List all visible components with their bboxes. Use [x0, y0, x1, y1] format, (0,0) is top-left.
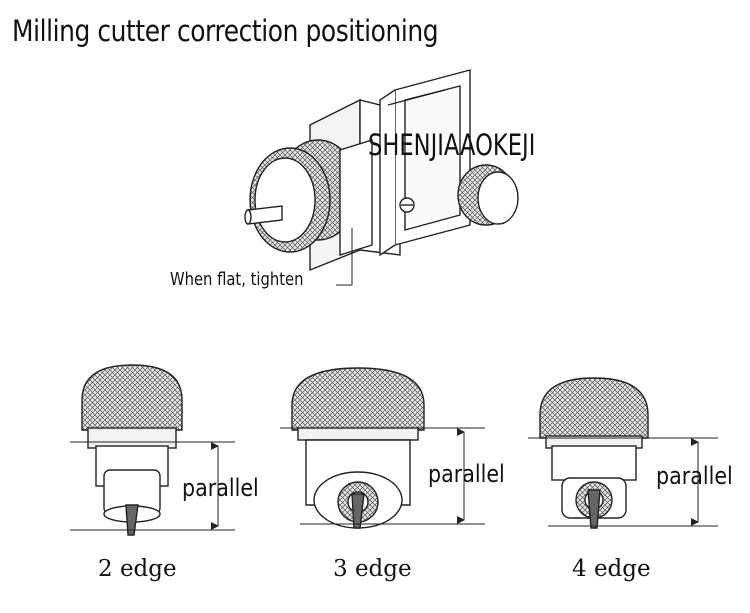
- cutter-4-edge-illustration: [528, 377, 718, 529]
- edge-label-2: 2 edge: [98, 556, 177, 582]
- brand-watermark: SHENJIAAOKEJI: [368, 128, 536, 162]
- edge-label-3: 3 edge: [333, 556, 412, 582]
- page-title: Milling cutter correction positioning: [12, 14, 439, 48]
- parallel-label-2: parallel: [428, 460, 505, 488]
- fixture-illustration: [244, 69, 519, 286]
- parallel-label-3: parallel: [656, 462, 733, 490]
- cutter-2-edge-illustration: [70, 364, 235, 536]
- tighten-callout: When flat, tighten: [170, 269, 304, 290]
- edge-label-4: 4 edge: [572, 556, 651, 582]
- cutter-3-edge-illustration: [280, 367, 485, 529]
- parallel-label-1: parallel: [182, 474, 259, 502]
